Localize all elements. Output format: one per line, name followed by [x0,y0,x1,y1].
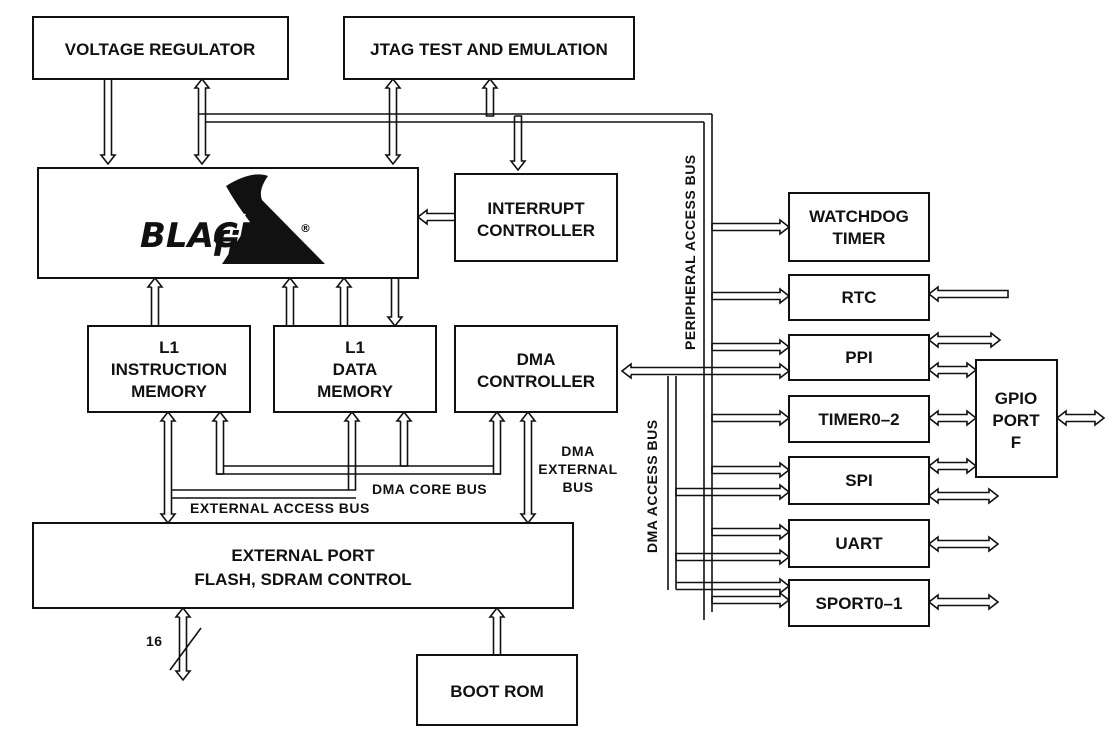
gpio-line2: PORT [992,411,1040,430]
interrupt-label-line2: CONTROLLER [477,221,595,240]
pbus-to-rtc [711,287,791,305]
dma-external-bus-arrow [519,410,537,525]
bus-to-core-arrow [193,77,211,166]
gpio-line1: GPIO [995,389,1038,408]
pbus-to-spi [711,461,791,479]
pbus-to-sport [711,591,791,609]
dma-core-arrow [488,410,506,475]
l1-data-line2: DATA [333,360,378,379]
timer-label: TIMER0–2 [818,410,899,429]
interrupt-to-core-arrow [416,208,456,226]
spi-external-io [927,487,1000,505]
spi-block: SPI [788,456,930,505]
vreg-to-core-arrow [99,78,117,166]
gpio-external-io [1055,409,1106,427]
voltage-regulator-block: VOLTAGE REGULATOR [32,16,289,80]
l1-data-line1: L1 [345,338,365,357]
l1d-external-access-arrow [343,410,361,491]
l1i-dma-core-arrow [211,410,229,475]
l1-instruction-line1: L1 [159,338,179,357]
pbus-to-ppi [711,338,791,356]
jtag-block: JTAG TEST AND EMULATION [343,16,635,80]
l1i-to-core-arrow [146,276,164,327]
blackfin-logo: BLACK fin ® [140,174,325,265]
jtag-label: JTAG TEST AND EMULATION [370,40,608,59]
boot-rom-arrow [488,606,506,656]
ppi-to-gpio [927,361,978,379]
external-port-line2: FLASH, SDRAM CONTROL [194,570,411,589]
logo-text-black: BLACK [140,216,267,256]
external-port-line1: EXTERNAL PORT [231,546,375,565]
dma-bus-to-uart [675,548,791,566]
gpio-line3: F [1011,433,1021,452]
spi-label: SPI [845,471,872,490]
connections [99,77,1106,682]
dma-bus-to-spi [675,483,791,501]
ppi-block: PPI [788,334,930,381]
dma-controller-to-ppi-arrow [620,362,791,380]
l1-instruction-memory-block: L1 INSTRUCTION MEMORY [87,325,251,413]
uart-label: UART [835,534,883,553]
jtag-to-core-arrow [384,77,402,166]
peripheral-access-bus-label: PERIPHERAL ACCESS BUS [682,154,698,350]
watchdog-line2: TIMER [833,229,886,248]
pbus-to-timer [711,409,791,427]
dma-external-bus-line1: DMA [561,443,594,459]
l1-data-line3: MEMORY [317,382,394,401]
l1d-to-core-arrow-1 [281,276,299,327]
bus-width-label: 16 [146,633,163,649]
l1-instruction-line3: MEMORY [131,382,208,401]
boot-rom-label: BOOT ROM [450,682,544,701]
dma-external-bus-line2: EXTERNAL [538,461,617,477]
external-port-block: EXTERNAL PORT FLASH, SDRAM CONTROL [32,522,574,609]
core-to-l1d-arrow [386,277,404,328]
ppi-label: PPI [845,348,872,367]
rtc-label: RTC [842,288,877,307]
dma-bus-to-sport [675,577,791,595]
l1d-to-core-arrow-2 [335,276,353,327]
dma-access-bus-label: DMA ACCESS BUS [644,419,660,553]
dma-core-bus-label: DMA CORE BUS [372,481,487,497]
external-port-io-arrow [174,606,192,682]
external-access-bus-label: EXTERNAL ACCESS BUS [190,500,370,516]
sport-label: SPORT0–1 [816,594,903,613]
dma-controller-line2: CONTROLLER [477,372,595,391]
timer-to-gpio [927,409,978,427]
timer-block: TIMER0–2 [788,395,930,443]
uart-block: UART [788,519,930,568]
blackfin-core-block: BLACK fin ® [37,167,419,279]
logo-registered-mark: ® [300,222,311,235]
watchdog-line1: WATCHDOG [809,207,909,226]
l1i-external-access-arrow [159,410,177,525]
voltage-regulator-label: VOLTAGE REGULATOR [65,40,255,59]
interrupt-controller-block: INTERRUPT CONTROLLER [454,173,618,262]
pbus-to-uart [711,523,791,541]
dma-controller-line1: DMA [517,350,556,369]
gpio-port-f-block: GPIO PORT F [975,359,1058,478]
logo-text-fin: fin [212,225,263,265]
uart-external-io [927,535,1000,553]
pbus-to-watchdog [711,218,791,236]
interrupt-label-line1: INTERRUPT [487,199,585,218]
dma-controller-block: DMA CONTROLLER [454,325,618,413]
jtag-to-bus-arrow [481,77,499,117]
watchdog-timer-block: WATCHDOG TIMER [788,192,930,262]
l1d-dma-core-arrow [395,410,413,467]
rtc-block: RTC [788,274,930,321]
sport-external-io [927,593,1000,611]
spi-to-gpio [927,457,978,475]
l1-instruction-line2: INSTRUCTION [111,360,227,379]
rtc-external-input [927,285,1009,303]
sport-block: SPORT0–1 [788,579,930,627]
bus-to-interrupt-arrow [509,115,527,172]
boot-rom-block: BOOT ROM [416,654,578,726]
ppi-external-io [927,331,1002,349]
dma-external-bus-line3: BUS [562,479,593,495]
l1-data-memory-block: L1 DATA MEMORY [273,325,437,413]
bus-width-slash [169,627,202,671]
